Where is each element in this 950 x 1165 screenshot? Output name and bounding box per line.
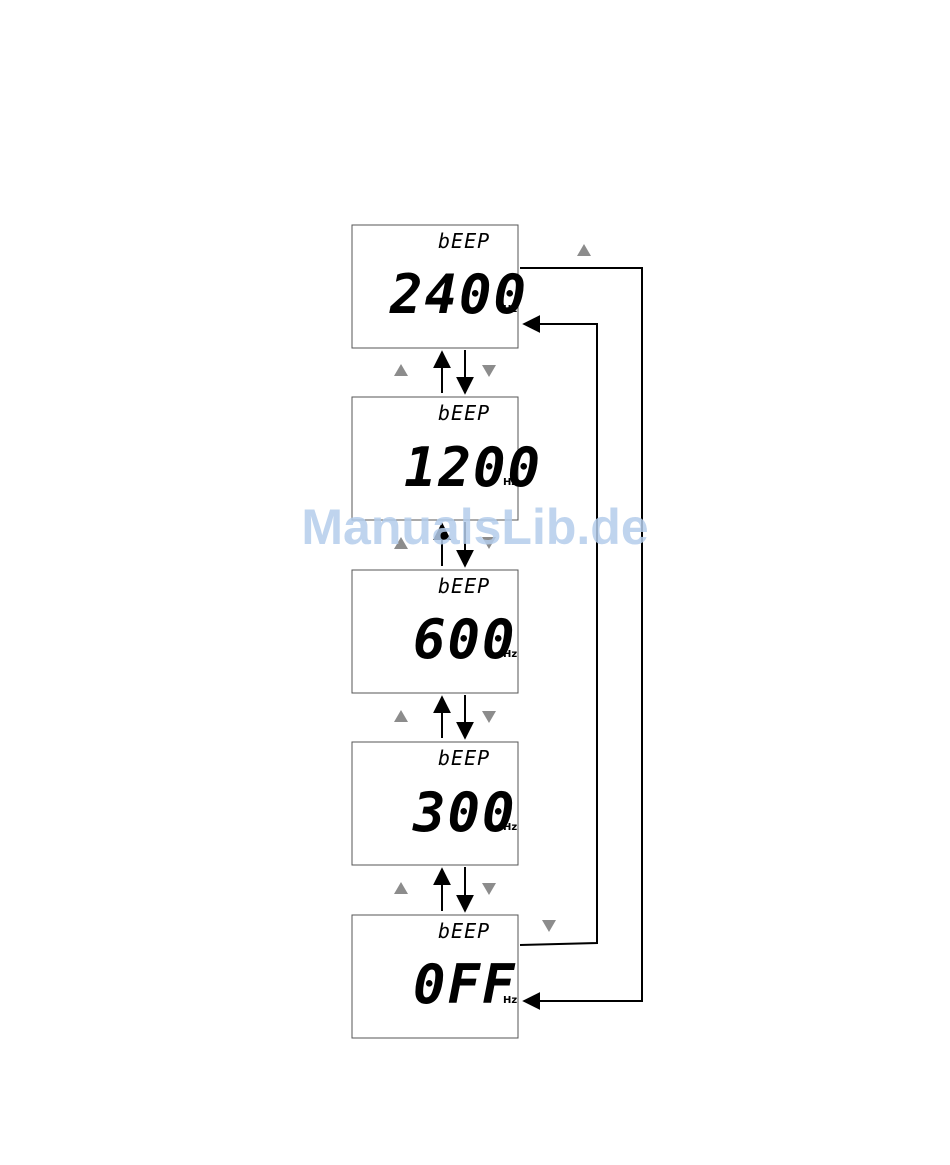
up-key-icon (577, 244, 591, 256)
wrap-up-loop-arrow (520, 268, 642, 1001)
lcd-value-5: 0FF (413, 953, 517, 1016)
lcd-screen-4: bEEP 300 Hz (352, 742, 518, 865)
up-key-icon (394, 537, 408, 549)
lcd-label-1: bEEP (438, 229, 490, 253)
down-key-icon (542, 920, 556, 932)
up-key-icon (394, 710, 408, 722)
lcd-value-2: 1200 (404, 436, 542, 499)
down-key-icon (482, 883, 496, 895)
lcd-screen-3: bEEP 600 Hz (352, 570, 518, 693)
down-key-icon (482, 365, 496, 377)
lcd-label-4: bEEP (438, 746, 490, 770)
lcd-unit-3: Hz (503, 649, 517, 660)
lcd-unit-1: Hz (503, 304, 517, 315)
lcd-unit-4: Hz (503, 822, 517, 833)
lcd-label-2: bEEP (438, 401, 490, 425)
lcd-screen-2: bEEP 1200 Hz (352, 397, 542, 520)
lcd-unit-5: Hz (503, 995, 517, 1006)
down-key-icon (482, 711, 496, 723)
lcd-label-3: bEEP (438, 574, 490, 598)
down-key-icon (482, 537, 496, 549)
lcd-value-4: 300 (412, 781, 517, 844)
up-key-icon (394, 364, 408, 376)
up-key-icon (394, 882, 408, 894)
lcd-screen-1: bEEP 2400 Hz (352, 225, 528, 348)
lcd-label-5: bEEP (438, 919, 490, 943)
lcd-value-1: 2400 (389, 263, 528, 326)
wrap-down-loop-arrow (520, 324, 597, 945)
lcd-value-3: 600 (413, 608, 517, 671)
lcd-screen-5: bEEP 0FF Hz (352, 915, 518, 1038)
lcd-unit-2: Hz (503, 477, 517, 488)
